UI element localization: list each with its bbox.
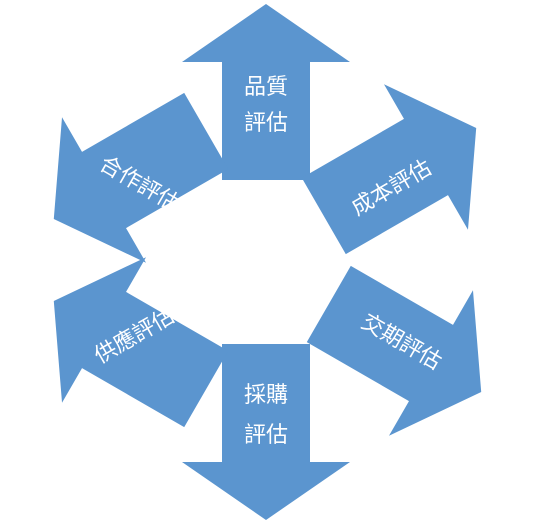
arrow-delivery-shape <box>306 265 482 436</box>
arrow-quality-shape <box>182 4 350 180</box>
arrow-cost <box>301 84 477 255</box>
arrow-procurement <box>182 344 350 520</box>
arrow-procurement-shape <box>182 344 350 520</box>
arrow-procurement-label-line2: 評估 <box>244 423 288 448</box>
arrow-cost-shape <box>301 84 477 255</box>
arrow-cooperation <box>53 92 229 263</box>
arrow-quality: 品質 評估 <box>182 4 350 180</box>
arrow-quality-label-line1: 品質 <box>244 75 288 100</box>
arrow-supply-shape <box>53 257 229 428</box>
arrow-delivery <box>306 265 482 436</box>
arrow-cooperation-shape <box>53 92 229 263</box>
arrow-procurement-label-line1: 採購 <box>244 383 288 408</box>
arrow-supply <box>53 257 229 428</box>
arrow-quality-label-line2: 評估 <box>244 111 288 136</box>
